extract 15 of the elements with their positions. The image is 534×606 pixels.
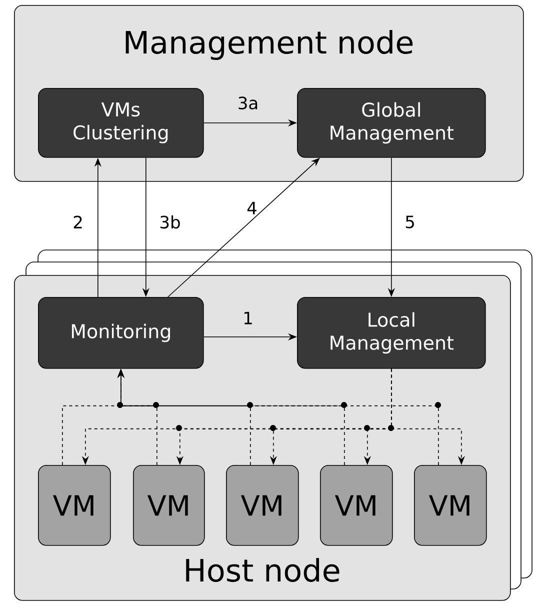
edge-label: 1 (244, 312, 252, 324)
vm-box: VM (133, 465, 205, 546)
vm-box: VM (38, 465, 111, 546)
vm-box: VM (226, 465, 299, 546)
process-box: VMs Clustering (38, 88, 204, 158)
process-box: Global Management (297, 88, 486, 158)
vm-box: VM (414, 465, 487, 546)
edge-label: 5 (406, 216, 414, 228)
process-box: Monitoring (38, 297, 204, 369)
edge-label: 3a (238, 96, 258, 110)
vm-box: VM (320, 465, 393, 546)
edge-label: 3b (160, 215, 180, 229)
edge-label: 4 (247, 202, 256, 214)
process-box: Local Management (297, 297, 486, 369)
edge-label: 2 (74, 216, 82, 228)
